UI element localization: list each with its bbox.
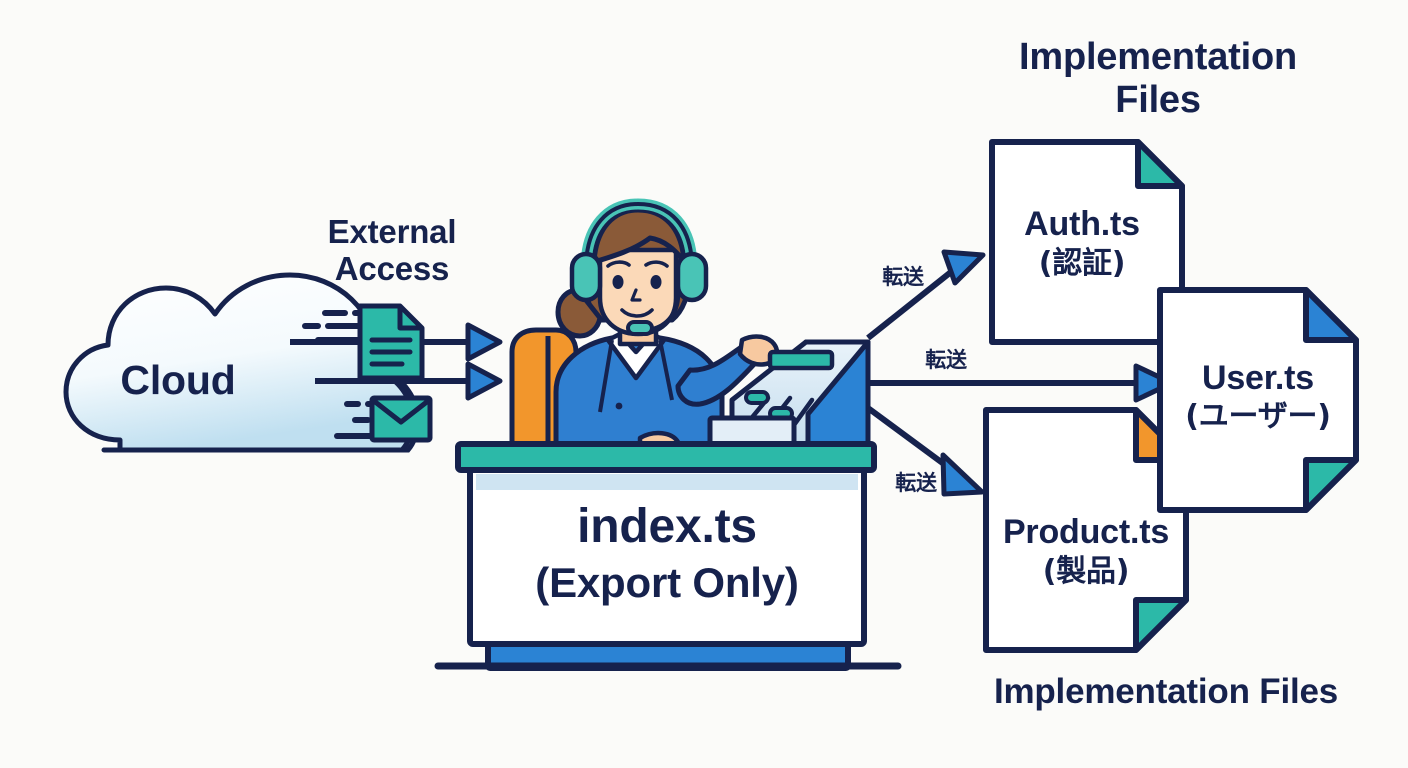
forward-label-product: 転送 [895, 471, 937, 495]
cloud-label: Cloud [120, 357, 236, 403]
forward-label-user: 転送 [925, 348, 967, 372]
forward-arrow-auth [866, 249, 986, 341]
external-access-label: External Access [327, 213, 457, 287]
forward-label-auth: 転送 [882, 265, 924, 289]
forward-arrow-product [866, 405, 985, 497]
envelope-icon [369, 395, 433, 443]
file-card-user[interactable] [1157, 287, 1359, 513]
file-user-subtitle: (ユーザー) [1185, 399, 1331, 434]
receptionist-with-headset-icon [509, 198, 779, 463]
file-card-auth[interactable] [989, 139, 1185, 345]
file-user-name: User.ts [1201, 359, 1315, 397]
file-auth-name: Auth.ts [1024, 205, 1140, 243]
switchboard-console-icon [707, 339, 871, 455]
reception-desk [434, 441, 902, 671]
inbound-arrow-2 [315, 361, 503, 401]
hub-subtitle-label: (Export Only) [535, 559, 799, 606]
file-product-name: Product.ts [1002, 513, 1170, 551]
file-product-subtitle: (製品) [1042, 554, 1130, 589]
file-auth-subtitle: (認証) [1038, 246, 1126, 281]
implementation-files-caption: Implementation Files [993, 672, 1339, 711]
implementation-files-title: Implementation Files [1018, 36, 1298, 121]
forward-arrow-user [866, 363, 1175, 403]
hub-name-label: index.ts [577, 500, 757, 553]
document-icon [357, 303, 425, 381]
